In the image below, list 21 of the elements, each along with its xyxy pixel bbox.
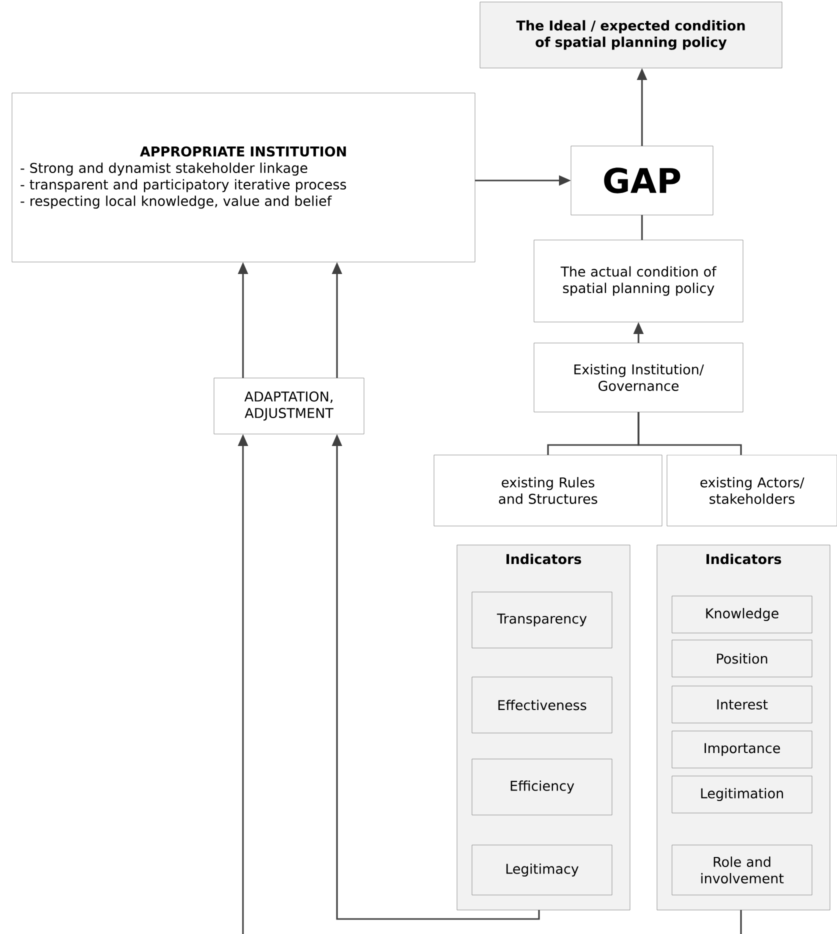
indicator-box: Legitimacy [472, 844, 612, 896]
goal-box: The Ideal / expected condition of spatial planning policy [480, 2, 782, 68]
indicator-box: Effectiveness [472, 676, 612, 734]
connector-line [641, 215, 643, 240]
institution-box: APPROPRIATE INSTITUTION - Strong and dynamist stakeholder linkage - transparent and participatory iterative process - respecting local knowledge, value and belief [12, 92, 476, 262]
indicator-box: Role and involvement [672, 844, 812, 896]
indicator-box: Knowledge [672, 596, 812, 634]
connector-line [638, 412, 742, 455]
indicator-box: Transparency [472, 592, 612, 648]
process-box: Existing Institution/ Governance [534, 342, 744, 412]
gap-box: GAP [570, 146, 714, 216]
indicator-box: Importance [672, 730, 812, 768]
process-box: existing Rules and Structures [434, 454, 662, 526]
process-box: ADAPTATION, ADJUSTMENT [214, 378, 364, 434]
indicator-box: Efficiency [472, 758, 612, 816]
indicator-box: Position [672, 640, 812, 678]
indicator-box: Interest [672, 686, 812, 724]
process-box: The actual condition of spatial planning policy [534, 240, 744, 322]
process-box: existing Actors/ stakeholders [666, 454, 837, 526]
indicator-box: Legitimation [672, 776, 812, 814]
connector-line [740, 910, 742, 934]
